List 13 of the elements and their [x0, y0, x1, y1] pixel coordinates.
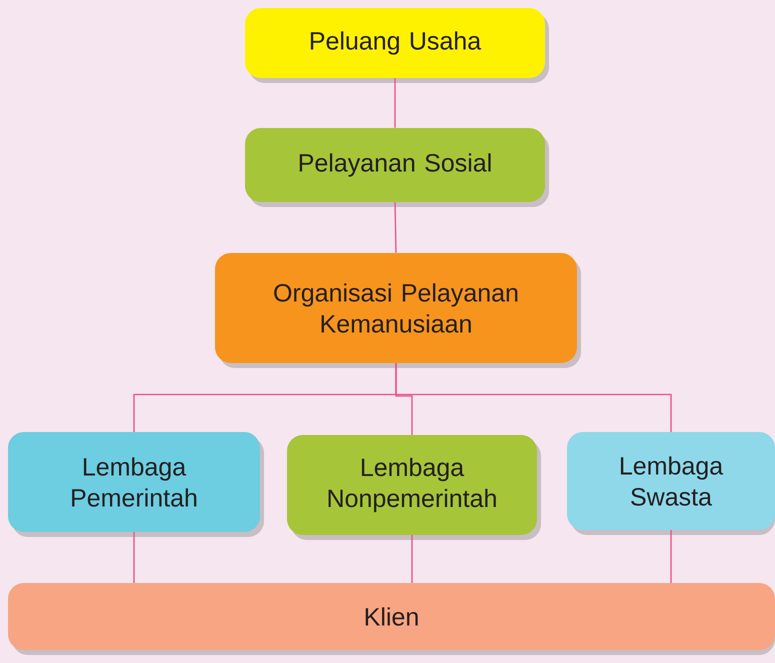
category-box: Pelayanan Sosial [245, 128, 549, 207]
institution-box: Lembaga Nonpemerintah [287, 435, 541, 540]
connector-line [394, 202, 397, 253]
connector-line [411, 535, 413, 583]
top-box: Peluang Usaha [245, 8, 549, 83]
connector-line [394, 78, 396, 128]
connector-line [133, 532, 135, 583]
connector-line [395, 363, 672, 432]
institution-box: Lembaga Pemerintah [8, 432, 264, 537]
client-bar: Klien [8, 583, 775, 655]
connector-line [670, 530, 672, 583]
institution-box: Lembaga Swasta [567, 432, 775, 535]
organization-box: Organisasi Pelayanan Kemanusiaan [215, 253, 581, 368]
